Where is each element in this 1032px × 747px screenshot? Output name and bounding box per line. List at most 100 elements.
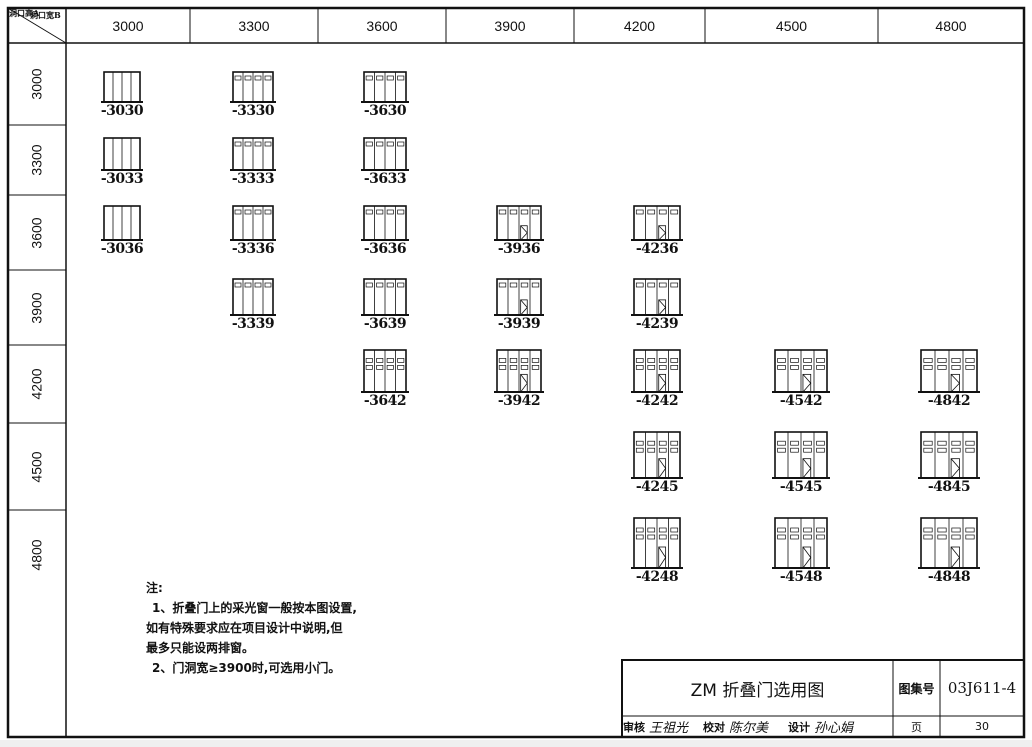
window-pane bbox=[790, 440, 799, 446]
wicket-door bbox=[520, 373, 528, 393]
window-pane bbox=[234, 282, 242, 288]
door-code: -3036 bbox=[100, 241, 144, 257]
window-pane bbox=[670, 358, 679, 363]
window-pane bbox=[790, 527, 799, 533]
door-code: -4845 bbox=[927, 479, 971, 495]
col-header: 3900 bbox=[494, 17, 526, 34]
wicket-door bbox=[520, 225, 528, 241]
folding-door-drawing bbox=[230, 137, 276, 171]
window-pane bbox=[670, 447, 679, 453]
window-pane bbox=[397, 209, 405, 215]
wicket-swing bbox=[802, 458, 812, 479]
window-pane bbox=[376, 358, 384, 363]
row-header: 3900 bbox=[29, 291, 45, 324]
window-pane bbox=[376, 209, 384, 215]
window-pane bbox=[635, 365, 644, 370]
window-pane bbox=[376, 365, 384, 370]
window-pane bbox=[965, 440, 975, 446]
door-code: -4236 bbox=[635, 241, 679, 257]
folding-door-drawing bbox=[631, 431, 683, 479]
window-pane bbox=[365, 141, 373, 147]
window-pane bbox=[777, 365, 786, 370]
wicket-swing bbox=[950, 546, 961, 569]
col-header: 4800 bbox=[935, 17, 967, 34]
window-pane bbox=[498, 358, 507, 363]
folding-door-drawing bbox=[631, 278, 683, 316]
window-pane bbox=[816, 365, 825, 370]
window-pane bbox=[365, 209, 373, 215]
window-pane bbox=[635, 358, 644, 363]
design-label: 设计 bbox=[788, 720, 810, 734]
window-pane bbox=[658, 209, 667, 215]
window-pane bbox=[803, 534, 812, 540]
window-pane bbox=[376, 141, 384, 147]
window-pane bbox=[635, 440, 644, 446]
window-pane bbox=[234, 209, 242, 215]
window-pane bbox=[816, 447, 825, 453]
window-pane bbox=[244, 209, 252, 215]
window-pane bbox=[790, 365, 799, 370]
page-number: 30 bbox=[975, 720, 989, 733]
window-pane bbox=[531, 282, 540, 288]
window-pane bbox=[937, 358, 947, 363]
col-header: 4200 bbox=[623, 17, 656, 34]
door-code: -3936 bbox=[497, 241, 541, 257]
door-code: -4248 bbox=[635, 569, 679, 585]
window-pane bbox=[647, 440, 656, 446]
col-header: 4500 bbox=[775, 17, 808, 34]
wicket-door bbox=[658, 373, 667, 393]
folding-door-drawing bbox=[772, 517, 830, 569]
window-pane bbox=[647, 358, 656, 363]
window-pane bbox=[816, 527, 825, 533]
window-pane bbox=[386, 358, 394, 363]
window-pane bbox=[509, 365, 518, 370]
wicket-swing bbox=[658, 546, 667, 569]
corner-height-label: 洞口高A bbox=[9, 8, 40, 18]
window-pane bbox=[365, 365, 373, 370]
folding-door-drawing bbox=[361, 71, 409, 103]
window-pane bbox=[777, 358, 786, 363]
wicket-door bbox=[658, 225, 667, 241]
window-pane bbox=[254, 282, 262, 288]
window-pane bbox=[376, 282, 384, 288]
bottom-bar bbox=[0, 740, 1032, 747]
door-code: -3636 bbox=[363, 241, 407, 257]
window-pane bbox=[803, 365, 812, 370]
folding-door-drawing bbox=[494, 278, 544, 316]
window-pane bbox=[777, 527, 786, 533]
wicket-door bbox=[658, 546, 667, 569]
window-pane bbox=[803, 440, 812, 446]
window-pane bbox=[658, 358, 667, 363]
window-pane bbox=[777, 447, 786, 453]
window-pane bbox=[264, 75, 272, 81]
window-pane bbox=[376, 75, 384, 81]
window-pane bbox=[670, 282, 679, 288]
window-pane bbox=[647, 209, 656, 215]
atlas-number: 03J611-4 bbox=[947, 679, 1017, 697]
window-pane bbox=[635, 447, 644, 453]
atlas-label: 图集号 bbox=[898, 681, 935, 696]
window-pane bbox=[647, 282, 656, 288]
window-pane bbox=[658, 447, 667, 453]
door-code: -3339 bbox=[231, 316, 275, 332]
wicket-door bbox=[950, 373, 960, 393]
folding-door-drawing bbox=[772, 349, 830, 393]
window-pane bbox=[658, 534, 667, 540]
folding-door-drawing bbox=[230, 205, 276, 241]
window-pane bbox=[790, 534, 799, 540]
window-pane bbox=[498, 282, 507, 288]
folding-door-drawing bbox=[772, 431, 830, 479]
wicket-door bbox=[802, 373, 812, 393]
window-pane bbox=[635, 282, 644, 288]
window-pane bbox=[923, 358, 933, 363]
folding-door-drawing bbox=[101, 137, 143, 171]
design-signature: 孙心娟 bbox=[814, 721, 854, 736]
window-pane bbox=[254, 75, 262, 81]
window-pane bbox=[509, 209, 518, 215]
window-pane bbox=[234, 141, 242, 147]
window-pane bbox=[923, 527, 933, 533]
notes-title: 注: bbox=[146, 581, 163, 595]
door-code: -3939 bbox=[497, 316, 541, 332]
